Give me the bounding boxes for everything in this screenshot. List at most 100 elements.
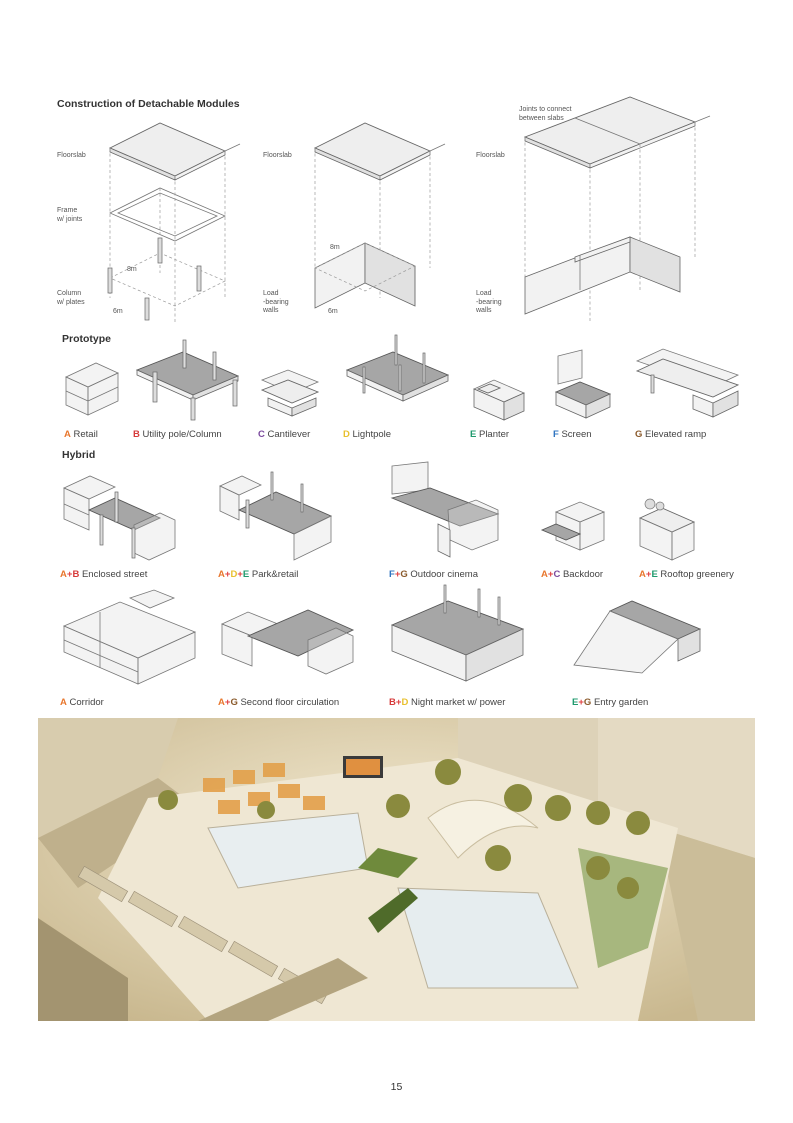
hybrid-entry-garden-diagram (573, 600, 702, 674)
hybrid-caption-night-market: B+D Night market w/ power (389, 697, 505, 708)
code-B: B (133, 429, 140, 440)
caption-label: Planter (478, 429, 510, 440)
caption-label: Elevated ramp (645, 429, 707, 440)
caption-label: Screen (561, 429, 592, 440)
prototype-screen-diagram (554, 349, 612, 419)
caption-label: Rooftop greenery (660, 569, 734, 580)
hybrid-caption-second-floor-circulation: A+G Second floor circulation (218, 697, 339, 708)
hybrid-rooftop-greenery-diagram (638, 498, 696, 561)
hybrid-night-market-diagram (390, 584, 525, 682)
code-F: F (389, 569, 395, 580)
code-A: A (60, 569, 67, 580)
plus-sign: + (394, 569, 401, 580)
hybrid-enclosed-street-diagram (63, 475, 176, 561)
caption-label: Outdoor cinema (410, 569, 478, 580)
joints-label: Joints to connect between slabs (519, 106, 572, 122)
caption-label: Retail (73, 429, 98, 440)
dimension-8m-2: 8m (330, 244, 340, 251)
caption-label: Entry garden (593, 697, 649, 708)
code-E: E (651, 569, 658, 580)
prototype-retail-diagram (65, 362, 119, 416)
code-G: G (635, 429, 643, 440)
hybrid-corridor-diagram (62, 589, 197, 685)
caption-label: Park&retail (251, 569, 299, 580)
floorslab-label-2: Floorslab (263, 152, 292, 159)
hybrid-park-retail-diagram (219, 471, 333, 561)
prototype-utility-pole-diagram (135, 339, 240, 421)
prototype-elevated-ramp-diagram (635, 348, 740, 418)
code-G: G (583, 697, 592, 708)
code-A: A (218, 697, 225, 708)
aerial-rendering-svg (38, 718, 755, 1021)
plus-sign: + (578, 697, 584, 708)
hybrid-caption-rooftop-greenery: A+E Rooftop greenery (639, 569, 734, 580)
code-F: F (553, 429, 559, 440)
plus-sign: + (547, 569, 554, 580)
floorslab-label-1: Floorslab (57, 152, 86, 159)
code-D: D (343, 429, 350, 440)
walls-label-2: Load -bearing walls (263, 290, 289, 314)
code-A: A (218, 569, 225, 580)
prototype-caption-B: B Utility pole/Column (133, 429, 222, 440)
code-C: C (258, 429, 265, 440)
caption-label: Backdoor (562, 569, 604, 580)
page-number: 15 (390, 1081, 403, 1093)
caption-label: Lightpole (352, 429, 392, 440)
prototype-caption-C: C Cantilever (258, 429, 310, 440)
hybrid-caption-corridor: A Corridor (60, 697, 104, 708)
hybrid-caption-outdoor-cinema: F+G Outdoor cinema (389, 569, 478, 580)
frame-module-diagram (107, 122, 241, 323)
prototype-cantilever-diagram (260, 369, 320, 417)
code-B: B (389, 697, 396, 708)
hybrid-caption-enclosed-street: A+B Enclosed street (60, 569, 147, 580)
frame-label: Frame w/ joints (57, 207, 83, 223)
hybrid-caption-entry-garden: E+G Entry garden (572, 697, 648, 708)
code-E: E (572, 697, 579, 708)
construction-title: Construction of Detachable Modules (57, 98, 240, 110)
prototype-lightpole-diagram (345, 334, 450, 402)
plus-sign: + (645, 569, 652, 580)
prototype-caption-G: G Elevated ramp (635, 429, 706, 440)
double-module-diagram (523, 96, 711, 322)
caption-label: Enclosed street (81, 569, 148, 580)
plus-sign: + (395, 697, 402, 708)
prototype-caption-A: A Retail (64, 429, 98, 440)
prototype-caption-F: F Screen (553, 429, 592, 440)
code-G: G (400, 569, 408, 580)
hybrid-second-floor-circulation-diagram (220, 609, 355, 675)
code-A: A (60, 697, 67, 708)
caption-label: Utility pole/Column (142, 429, 222, 440)
hybrid-outdoor-cinema-diagram (390, 461, 500, 558)
hybrid-caption-backdoor: A+C Backdoor (541, 569, 603, 580)
code-E: E (242, 569, 250, 580)
prototype-caption-E: E Planter (470, 429, 509, 440)
dimension-8m-1: 8m (127, 266, 137, 273)
dimension-6m-2: 6m (328, 308, 338, 315)
hybrid-title: Hybrid (62, 449, 96, 461)
dimension-6m-1: 6m (113, 308, 123, 315)
floorslab-label-3: Floorslab (476, 152, 505, 159)
code-D: D (401, 697, 409, 708)
code-C: C (553, 569, 561, 580)
code-D: D (230, 569, 238, 580)
prototype-planter-diagram (473, 379, 525, 421)
code-A: A (64, 429, 71, 440)
caption-label: Cantilever (267, 429, 311, 440)
hybrid-backdoor-diagram (540, 501, 606, 551)
hybrid-caption-park-retail: A+D+E Park&retail (218, 569, 298, 580)
code-A: A (639, 569, 646, 580)
caption-label: Night market w/ power (410, 697, 506, 708)
prototype-title: Prototype (62, 333, 112, 345)
caption-label: Second floor circulation (240, 697, 340, 708)
caption-label: Corridor (69, 697, 104, 708)
plus-sign: + (224, 697, 231, 708)
aerial-site-rendering (38, 718, 755, 1021)
plus-sign: + (237, 569, 243, 580)
wall-module-diagram (313, 122, 446, 309)
code-B: B (72, 569, 80, 580)
code-A: A (541, 569, 548, 580)
walls-label-3: Load -bearing walls (476, 290, 502, 314)
prototype-caption-D: D Lightpole (343, 429, 391, 440)
code-E: E (470, 429, 477, 440)
column-label: Column w/ plates (57, 290, 85, 306)
